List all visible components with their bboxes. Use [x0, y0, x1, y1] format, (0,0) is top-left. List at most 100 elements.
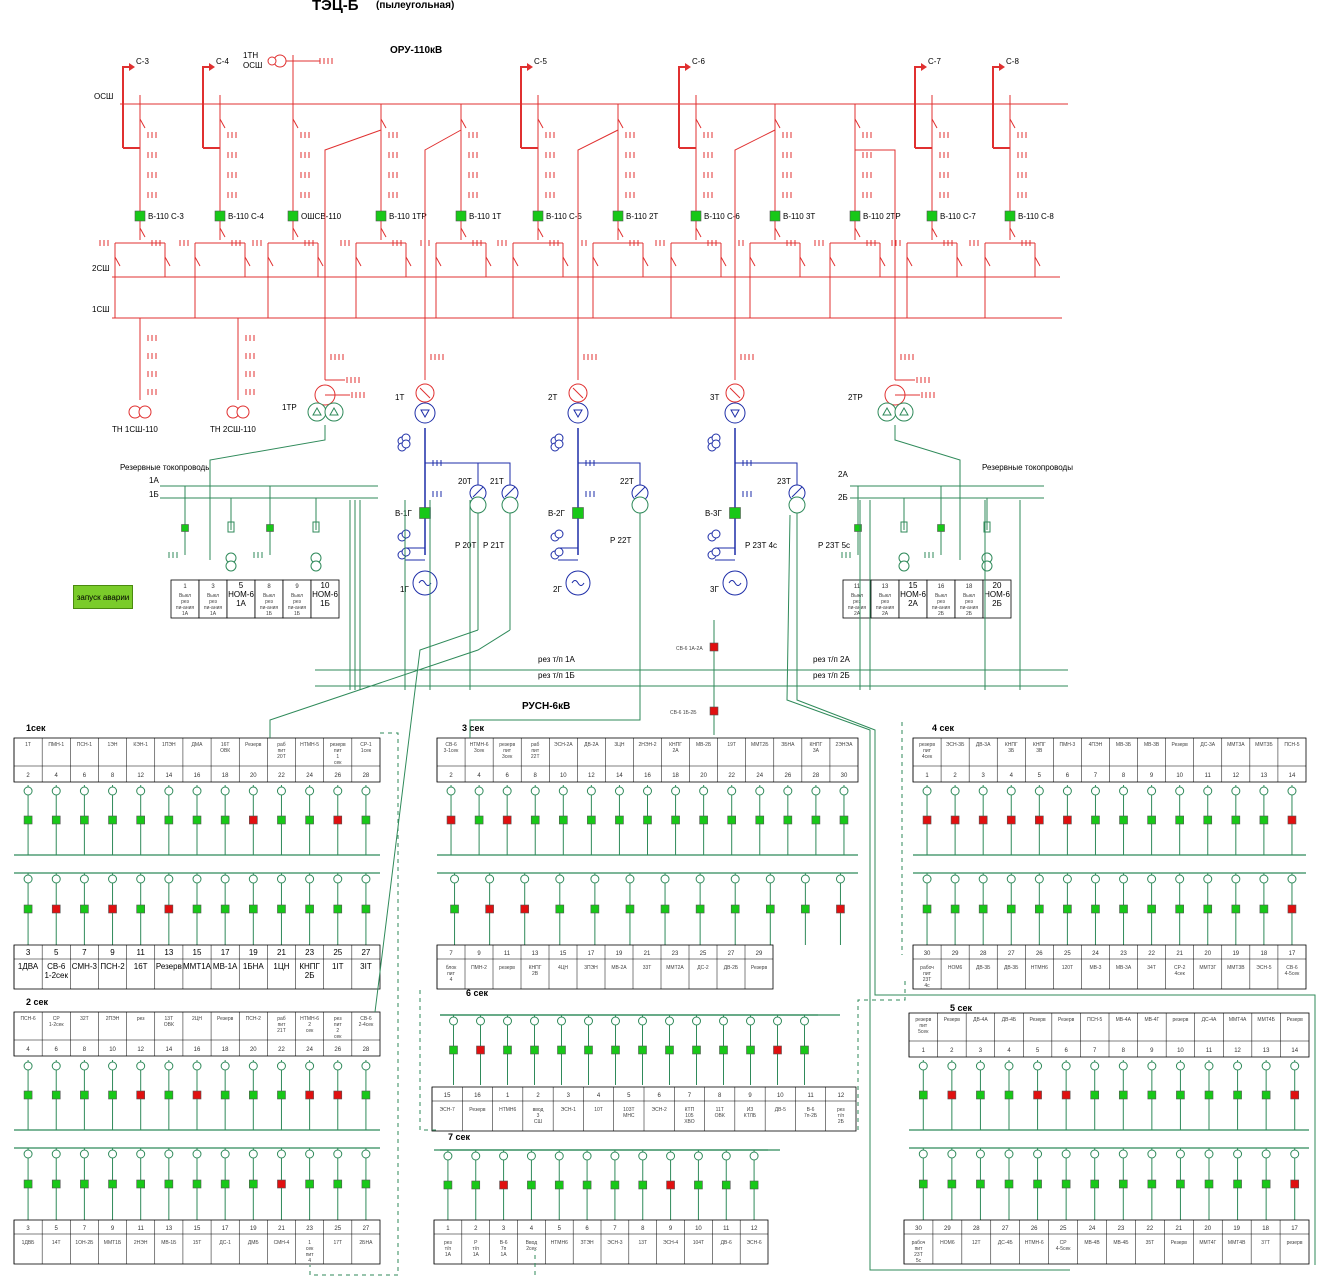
- s2-lower-breaker-11[interactable]: [333, 1179, 343, 1189]
- gen-breaker-0[interactable]: [419, 507, 431, 519]
- s1-upper-breaker-0[interactable]: [23, 815, 33, 825]
- s4-lower-breaker-4[interactable]: [1035, 904, 1044, 914]
- s6-breaker-11[interactable]: [746, 1045, 755, 1055]
- s2-lower-breaker-9[interactable]: [277, 1179, 286, 1189]
- s4-lower-breaker-0[interactable]: [922, 904, 932, 914]
- s2-lower-breaker-7[interactable]: [220, 1179, 230, 1189]
- s3-upper-breaker-4[interactable]: [558, 815, 568, 825]
- s4-upper-breaker-5[interactable]: [1063, 815, 1072, 825]
- s4-upper-breaker-4[interactable]: [1035, 815, 1044, 825]
- s6-breaker-13[interactable]: [800, 1045, 809, 1055]
- s5-upper-breaker-5[interactable]: [1061, 1090, 1071, 1100]
- s5-lower-breaker-13[interactable]: [1290, 1179, 1300, 1189]
- s5-upper-breaker-2[interactable]: [976, 1090, 985, 1100]
- s7-breaker-9[interactable]: [694, 1180, 703, 1190]
- alarm-start-button[interactable]: запуск аварии: [73, 585, 133, 609]
- s2-lower-breaker-1[interactable]: [51, 1179, 61, 1189]
- breaker-1[interactable]: [214, 210, 226, 222]
- s2-upper-breaker-9[interactable]: [277, 1090, 286, 1100]
- s4-lower-breaker-10[interactable]: [1203, 904, 1213, 914]
- s2-upper-breaker-8[interactable]: [249, 1090, 258, 1100]
- s5-lower-breaker-9[interactable]: [1176, 1179, 1185, 1189]
- s5-upper-breaker-4[interactable]: [1033, 1090, 1042, 1100]
- s3-upper-breaker-5[interactable]: [587, 815, 596, 825]
- s2-lower-breaker-3[interactable]: [108, 1179, 117, 1189]
- s3-lower-breaker-2[interactable]: [520, 904, 530, 914]
- s5-lower-breaker-12[interactable]: [1261, 1179, 1271, 1189]
- s3-lower-breaker-5[interactable]: [625, 904, 635, 914]
- s6-breaker-10[interactable]: [719, 1045, 728, 1055]
- s1-lower-breaker-2[interactable]: [80, 904, 89, 914]
- s6-breaker-6[interactable]: [611, 1045, 620, 1055]
- s5-upper-breaker-6[interactable]: [1090, 1090, 1100, 1100]
- s5-upper-breaker-3[interactable]: [1004, 1090, 1014, 1100]
- s5-lower-breaker-8[interactable]: [1147, 1179, 1157, 1189]
- s1-upper-breaker-12[interactable]: [361, 815, 371, 825]
- s4-upper-breaker-6[interactable]: [1091, 815, 1100, 825]
- s7-breaker-3[interactable]: [527, 1180, 536, 1190]
- s5-lower-breaker-4[interactable]: [1033, 1179, 1042, 1189]
- s2-lower-breaker-5[interactable]: [164, 1179, 174, 1189]
- s1-upper-breaker-6[interactable]: [192, 815, 202, 825]
- s7-breaker-11[interactable]: [749, 1180, 759, 1190]
- s6-breaker-5[interactable]: [584, 1045, 593, 1055]
- s4-lower-breaker-11[interactable]: [1231, 904, 1241, 914]
- breaker-0[interactable]: [134, 210, 146, 222]
- s3-lower-breaker-10[interactable]: [801, 904, 810, 914]
- s7-breaker-2[interactable]: [499, 1180, 508, 1190]
- s4-upper-breaker-12[interactable]: [1259, 815, 1269, 825]
- s2-upper-breaker-12[interactable]: [361, 1090, 371, 1100]
- s6-breaker-7[interactable]: [638, 1045, 647, 1055]
- s6-breaker-1[interactable]: [476, 1045, 485, 1055]
- breaker-6[interactable]: [612, 210, 624, 222]
- s7-breaker-10[interactable]: [721, 1180, 731, 1190]
- s5-upper-breaker-9[interactable]: [1176, 1090, 1185, 1100]
- s1-lower-breaker-8[interactable]: [249, 904, 258, 914]
- s3-lower-breaker-9[interactable]: [765, 904, 775, 914]
- s2-upper-breaker-2[interactable]: [80, 1090, 89, 1100]
- s5-upper-breaker-0[interactable]: [918, 1090, 928, 1100]
- s7-breaker-4[interactable]: [554, 1180, 564, 1190]
- s2-upper-breaker-5[interactable]: [164, 1090, 174, 1100]
- s2-upper-breaker-6[interactable]: [192, 1090, 202, 1100]
- s2-upper-breaker-11[interactable]: [333, 1090, 343, 1100]
- s2-upper-breaker-4[interactable]: [136, 1090, 145, 1100]
- s5-upper-breaker-13[interactable]: [1290, 1090, 1300, 1100]
- s3-upper-breaker-14[interactable]: [839, 815, 849, 825]
- s1-upper-breaker-3[interactable]: [108, 815, 117, 825]
- s1-upper-breaker-5[interactable]: [164, 815, 174, 825]
- s2-lower-breaker-8[interactable]: [249, 1179, 258, 1189]
- breaker-7[interactable]: [690, 210, 702, 222]
- s1-lower-breaker-5[interactable]: [164, 904, 174, 914]
- s1-lower-breaker-3[interactable]: [108, 904, 117, 914]
- s4-upper-breaker-0[interactable]: [922, 815, 932, 825]
- s1-lower-breaker-1[interactable]: [51, 904, 61, 914]
- s6-breaker-3[interactable]: [530, 1045, 539, 1055]
- breaker-11[interactable]: [1004, 210, 1016, 222]
- s4-upper-breaker-11[interactable]: [1231, 815, 1241, 825]
- s2-upper-breaker-0[interactable]: [23, 1090, 33, 1100]
- s1-lower-breaker-0[interactable]: [23, 904, 33, 914]
- s2-upper-breaker-7[interactable]: [220, 1090, 230, 1100]
- s3-upper-breaker-10[interactable]: [727, 815, 737, 825]
- breaker-10[interactable]: [926, 210, 938, 222]
- s6-breaker-12[interactable]: [773, 1045, 782, 1055]
- s7-breaker-5[interactable]: [582, 1180, 592, 1190]
- s5-upper-breaker-12[interactable]: [1261, 1090, 1271, 1100]
- s2-lower-breaker-0[interactable]: [23, 1179, 33, 1189]
- s5-upper-breaker-10[interactable]: [1204, 1090, 1214, 1100]
- s5-upper-breaker-1[interactable]: [947, 1090, 957, 1100]
- s1-lower-breaker-9[interactable]: [277, 904, 286, 914]
- s3-upper-breaker-6[interactable]: [615, 815, 624, 825]
- s4-lower-breaker-6[interactable]: [1091, 904, 1100, 914]
- s3-lower-breaker-4[interactable]: [590, 904, 600, 914]
- reserve-breaker-0[interactable]: [181, 524, 189, 532]
- s3-upper-breaker-11[interactable]: [755, 815, 765, 825]
- s1-upper-breaker-10[interactable]: [305, 815, 314, 825]
- s3-upper-breaker-3[interactable]: [530, 815, 540, 825]
- s4-upper-breaker-13[interactable]: [1287, 815, 1297, 825]
- s5-lower-breaker-6[interactable]: [1090, 1179, 1100, 1189]
- s7-breaker-0[interactable]: [443, 1180, 453, 1190]
- breaker-2[interactable]: [287, 210, 299, 222]
- s2-lower-breaker-6[interactable]: [192, 1179, 202, 1189]
